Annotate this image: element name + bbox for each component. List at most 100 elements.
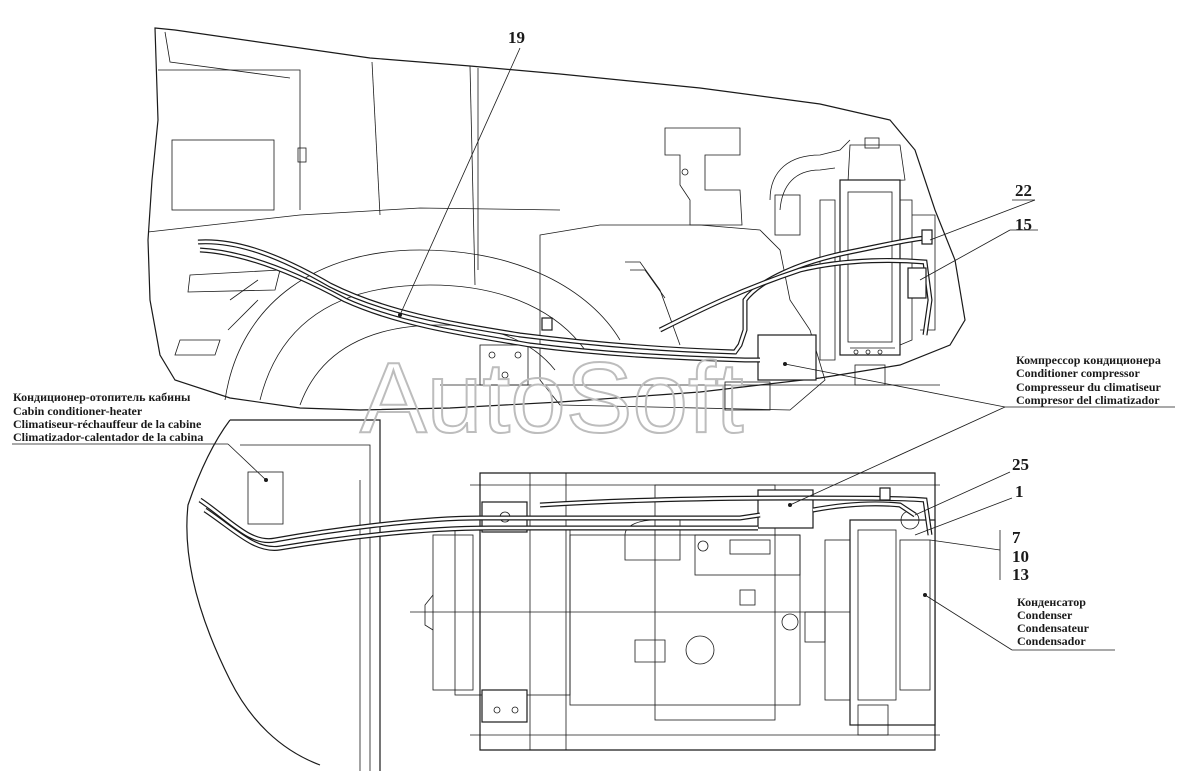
turbo: [774, 194, 801, 236]
callout-1: 1: [1015, 482, 1024, 501]
engine-bolt: [739, 589, 756, 606]
expansion-tank: [847, 144, 906, 183]
leader-compressor-top: [784, 363, 1006, 408]
leader-lines: [12, 47, 1175, 651]
cab-plan-outline: [186, 419, 381, 771]
side-view: [147, 27, 966, 411]
cab-door-line: [158, 69, 301, 210]
cab-panel: [171, 139, 275, 211]
plan-view: [186, 419, 940, 771]
cab-latch: [297, 147, 307, 163]
label-compressor-es: Compresor del climatizador: [1016, 393, 1160, 407]
engine-plan: [569, 534, 801, 706]
label-condenser-fr: Condensateur: [1017, 621, 1090, 635]
leader-condenser: [924, 594, 1013, 651]
label-condenser-ru: Конденсатор: [1017, 595, 1086, 609]
transmission: [432, 534, 474, 691]
coolant-hose-2: [630, 269, 666, 299]
bolt: [514, 351, 522, 359]
connector: [729, 539, 771, 555]
fan-shroud: [824, 539, 851, 701]
leader-dot: [788, 503, 792, 507]
transmission-case: [454, 529, 571, 696]
wheel-arch-outer: [224, 249, 621, 401]
air-intake: [664, 127, 743, 226]
label-cabin-ru: Кондиционер-отопитель кабины: [13, 390, 191, 404]
leader-dot: [783, 362, 787, 366]
condenser-bottom: [857, 704, 889, 736]
label-compressor-en: Conditioner compressor: [1016, 366, 1141, 380]
bolt: [853, 349, 859, 355]
callout-7: 7: [1012, 528, 1021, 547]
leader-25: [914, 471, 1011, 516]
pipe-clamp: [921, 229, 933, 245]
callout-15: 15: [1015, 215, 1032, 234]
compressor-top: [757, 334, 817, 381]
ac-pipe-plan: [198, 487, 933, 551]
label-compressor-fr: Compresseur du climatiseur: [1016, 380, 1162, 394]
label-cabin-es: Climatizador-calentador de la cabina: [13, 430, 203, 444]
cab-rib-2: [227, 299, 259, 331]
engine-cover: [694, 534, 801, 576]
coolant-hose: [625, 261, 681, 346]
label-condenser-en: Condenser: [1017, 608, 1073, 622]
pipe-clamp: [879, 487, 891, 501]
cab-pillar-b: [469, 65, 476, 286]
bolt: [511, 706, 519, 714]
bolt: [493, 706, 501, 714]
callout-10: 10: [1012, 547, 1029, 566]
pulley: [781, 613, 799, 631]
radiator-fan: [819, 199, 836, 361]
leader-compressor-plan: [789, 406, 1006, 506]
engine-block: [539, 224, 826, 411]
label-cabin-en: Cabin conditioner-heater: [13, 404, 143, 418]
air-intake-bolt: [681, 168, 689, 176]
leader-dot-19: [398, 313, 402, 317]
condenser-frame: [849, 519, 936, 726]
leader-1: [914, 497, 1013, 536]
cab-step: [187, 269, 281, 293]
bolt: [488, 351, 496, 359]
cab-outline: [147, 27, 966, 411]
leader-cabin: [227, 443, 267, 481]
exhaust: [634, 639, 666, 663]
leader-19: [399, 47, 521, 316]
callout-19: 19: [508, 28, 525, 47]
leader-dot: [923, 593, 927, 597]
cab-step-2: [174, 339, 221, 356]
condenser-core: [857, 529, 897, 701]
cab-pillar-a: [371, 61, 381, 216]
heater-unit: [247, 471, 284, 525]
leader-7-13: [929, 539, 1001, 551]
bracket-box: [724, 381, 771, 411]
callout-22: 22: [1015, 181, 1032, 200]
rear-mount: [481, 689, 528, 723]
bolt: [877, 349, 883, 355]
label-cabin-heater: Кондиционер-отопитель кабины Cabin condi…: [13, 390, 203, 444]
turbo-pipe-2: [779, 167, 836, 211]
bolt: [865, 349, 871, 355]
radiator-core: [847, 191, 893, 343]
bolt: [501, 371, 509, 379]
pipe-clamp: [541, 317, 553, 331]
tank-cap: [864, 137, 880, 149]
condenser-side: [899, 539, 931, 691]
frame-outline: [479, 472, 936, 751]
label-cabin-fr: Climatiseur-réchauffeur de la cabine: [13, 417, 202, 431]
radiator: [839, 179, 901, 356]
ac-pipe-side: [197, 229, 933, 363]
pipe-valve: [907, 267, 927, 299]
engine-head: [654, 484, 776, 721]
sensor: [697, 540, 709, 552]
leader-22: [929, 199, 1036, 241]
cab-floor: [147, 207, 561, 233]
label-compressor: Компрессор кондиционера Conditioner comp…: [1016, 353, 1162, 407]
oil-filter: [685, 635, 715, 665]
callout-25: 25: [1012, 455, 1029, 474]
label-condenser-es: Condensador: [1017, 634, 1086, 648]
label-compressor-ru: Компрессор кондиционера: [1016, 353, 1161, 367]
transmission-flange: [424, 594, 434, 631]
callout-13: 13: [1012, 565, 1029, 584]
label-condenser: Конденсатор Condenser Condensateur Conde…: [1017, 595, 1090, 648]
